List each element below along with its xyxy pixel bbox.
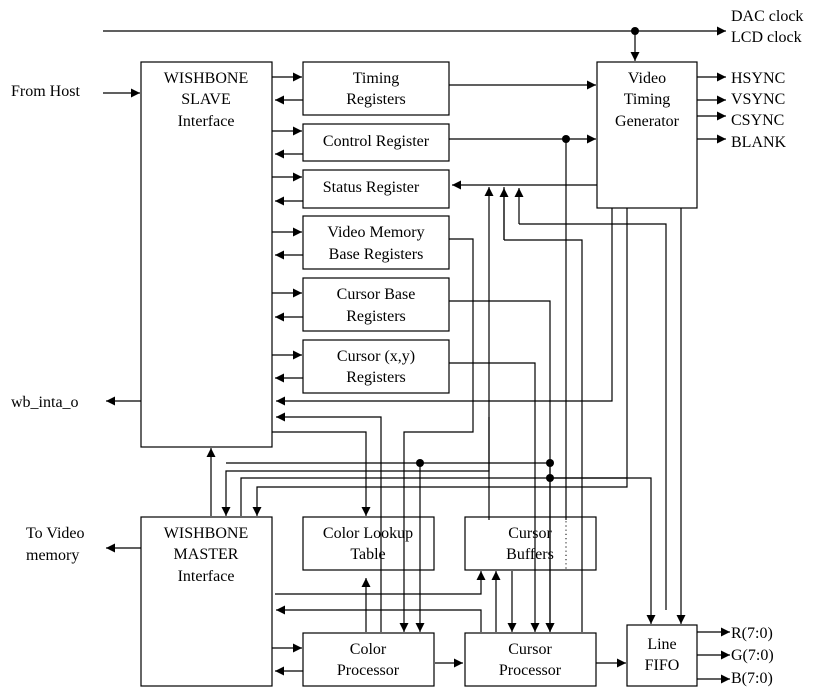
svg-text:Processor: Processor (499, 662, 562, 679)
video-timing-generator-block: Video Timing Generator (596, 61, 698, 209)
svg-text:Status Register: Status Register (323, 179, 420, 196)
timing-registers-block: Timing Registers (302, 61, 450, 116)
status-in-3 (519, 223, 667, 610)
svg-text:Processor: Processor (337, 662, 400, 679)
line-fifo-block: Line FIFO (626, 624, 698, 687)
svg-text:Cursor: Cursor (508, 525, 552, 542)
junction-bus-a (416, 459, 424, 467)
svg-text:Line: Line (647, 636, 676, 653)
external-labels: From Host wb_inta_o To Video memory DAC … (11, 8, 803, 687)
svg-text:WISHBONE: WISHBONE (164, 525, 248, 542)
to-video-label-2: memory (26, 547, 79, 564)
wb-inta-label: wb_inta_o (11, 394, 79, 411)
master-to-cbuf (275, 571, 486, 595)
lcd-clock-label: LCD clock (731, 29, 802, 46)
blank-label: BLANK (731, 134, 787, 151)
svg-text:Base Registers: Base Registers (329, 246, 424, 263)
junction-control (562, 135, 570, 143)
dac-clock-label: DAC clock (731, 8, 803, 25)
svg-text:Interface: Interface (178, 113, 235, 130)
cursor-xy-out (449, 362, 540, 632)
csync-label: CSYNC (731, 112, 784, 129)
control-register-block: Control Register (302, 123, 450, 162)
svg-text:MASTER: MASTER (174, 546, 239, 563)
b-label: B(7:0) (731, 670, 773, 687)
cursor-buffers-block: Cursor Buffers (464, 516, 597, 571)
cursor-base-registers-block: Cursor Base Registers (302, 277, 450, 332)
hsync-label: HSYNC (731, 70, 785, 87)
svg-text:Cursor (x,y): Cursor (x,y) (337, 348, 415, 365)
master-side (240, 477, 627, 516)
cursor-processor-block: Cursor Processor (464, 632, 597, 687)
svg-text:Color: Color (350, 641, 387, 658)
wb-slave-block: WISHBONE SLAVE Interface (140, 61, 273, 448)
svg-text:Generator: Generator (615, 113, 680, 130)
video-memory-base-registers-block: Video Memory Base Registers (302, 215, 450, 270)
svg-text:Registers: Registers (346, 369, 406, 386)
bus-junction-550 (550, 477, 656, 624)
status-in-2 (503, 187, 583, 520)
vtg-out-1 (276, 208, 613, 406)
vsync-label: VSYNC (731, 91, 785, 108)
svg-text:Timing: Timing (624, 91, 671, 108)
svg-text:FIFO: FIFO (645, 657, 680, 674)
svg-text:Control Register: Control Register (323, 133, 430, 150)
cursor-xy-registers-block: Cursor (x,y) Registers (302, 339, 450, 394)
slave-to-clut (272, 431, 371, 516)
svg-text:Interface: Interface (178, 568, 235, 585)
svg-text:Registers: Registers (346, 91, 406, 108)
color-lookup-table-block: Color Lookup Table (302, 516, 435, 571)
svg-text:Video Memory: Video Memory (327, 224, 424, 241)
color-processor-block: Color Processor (302, 632, 435, 687)
g-label: G(7:0) (731, 647, 774, 664)
junction-clock (631, 27, 639, 35)
vtg-out-2 (252, 208, 628, 516)
junction-dots (416, 27, 639, 482)
svg-text:Video: Video (628, 70, 666, 87)
junction-bus-b (546, 459, 554, 467)
to-video-label-1: To Video (26, 525, 85, 542)
wb-master-block: WISHBONE MASTER Interface (140, 516, 273, 687)
svg-text:Cursor Base: Cursor Base (337, 286, 416, 303)
svg-text:Table: Table (350, 546, 385, 563)
wires (103, 26, 730, 684)
status-bus-left (221, 417, 490, 516)
svg-text:Cursor: Cursor (508, 641, 552, 658)
r-label: R(7:0) (731, 625, 773, 642)
from-host-label: From Host (11, 83, 80, 100)
svg-text:WISHBONE: WISHBONE (164, 70, 248, 87)
clut-bus-to-slave (276, 412, 382, 632)
svg-text:Color Lookup: Color Lookup (323, 525, 413, 542)
junction-bus-c (546, 474, 554, 482)
svg-text:Registers: Registers (346, 308, 406, 325)
cproc-to-master (276, 605, 482, 632)
svg-text:Timing: Timing (353, 70, 400, 87)
vmem-out (399, 238, 474, 632)
svg-text:Buffers: Buffers (506, 546, 554, 563)
status-register-block: Status Register (302, 169, 450, 209)
svg-text:SLAVE: SLAVE (181, 91, 231, 108)
